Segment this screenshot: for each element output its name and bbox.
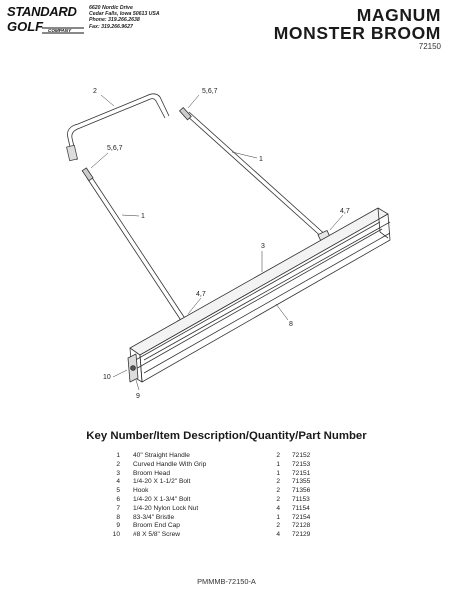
- row-quantity: 1: [276, 469, 280, 477]
- row-description: Curved Handle With Grip: [133, 460, 207, 468]
- parts-table-header: Key Number/Item Description/Quantity/Par…: [86, 430, 367, 442]
- callout-labels: 2 5,6,7 5,6,7 1 1 4,7 3 4,7 8 10 9: [93, 88, 350, 400]
- parts-table: 1 40" Straight Handle 2 72152 2 Curved H…: [0, 452, 453, 540]
- table-row: 8 83-3/4" Bristle 1 72154: [0, 514, 453, 523]
- logo-text-golf: GOLF: [7, 19, 44, 34]
- callout-10: 10: [103, 374, 111, 381]
- fax-number: Fax: 319.266.9627: [89, 23, 133, 30]
- document-code: PMMMB-72150-A: [197, 577, 256, 586]
- table-row: 4 1/4-20 X 1-1/2" Bolt 2 71355: [0, 478, 453, 487]
- product-title-line-2: MONSTER BROOM: [273, 23, 441, 43]
- row-part-number: 71355: [292, 478, 311, 486]
- company-address: 6620 Nordic Drive Cedar Falls, Iowa 5061…: [89, 5, 199, 30]
- callout-8: 8: [289, 321, 293, 328]
- row-key: 5: [116, 487, 120, 495]
- row-part-number: 72151: [292, 469, 311, 477]
- row-part-number: 72128: [292, 522, 311, 530]
- row-description: Broom End Cap: [133, 522, 180, 530]
- row-part-number: 71356: [292, 487, 311, 495]
- phone-number: Phone: 319.266.2638: [89, 17, 140, 24]
- callout-5-6-7-top: 5,6,7: [202, 88, 218, 95]
- company-logo: STANDARD GOLF COMPANY: [6, 4, 86, 38]
- address-line-1: 6620 Nordic Drive: [89, 5, 133, 11]
- end-cap: [127, 353, 139, 383]
- curved-handle: [66, 93, 170, 162]
- product-title-line-1: MAGNUM: [356, 5, 441, 25]
- row-description: 1/4-20 Nylon Lock Nut: [133, 504, 199, 512]
- row-key: 4: [116, 478, 120, 486]
- row-quantity: 4: [276, 504, 280, 512]
- row-key: 9: [116, 522, 120, 530]
- row-description: Hook: [133, 487, 149, 495]
- callout-3: 3: [261, 243, 265, 250]
- row-key: 2: [116, 460, 120, 468]
- row-quantity: 1: [276, 460, 280, 468]
- row-part-number: 72152: [292, 452, 311, 459]
- table-row: 2 Curved Handle With Grip 1 72153: [0, 461, 453, 470]
- row-description: 1/4-20 X 1-1/2" Bolt: [133, 478, 191, 486]
- row-key: 7: [116, 504, 120, 512]
- row-quantity: 2: [276, 452, 280, 459]
- row-quantity: 2: [276, 487, 280, 495]
- row-description: 1/4-20 X 1-3/4" Bolt: [133, 495, 191, 503]
- row-description: Broom Head: [133, 469, 171, 477]
- straight-handle-right: [179, 107, 329, 241]
- callout-2: 2: [93, 88, 97, 95]
- row-part-number: 72154: [292, 513, 311, 521]
- row-key: 1: [116, 452, 120, 459]
- callout-5-6-7-left: 5,6,7: [107, 145, 123, 152]
- table-row: 3 Broom Head 1 72151: [0, 470, 453, 479]
- row-description: #8 X 5/8" Screw: [133, 531, 181, 539]
- table-row: 5 Hook 2 71356: [0, 487, 453, 496]
- straight-handle-left: [81, 167, 189, 326]
- table-row: 10 #8 X 5/8" Screw 4 72129: [0, 531, 453, 540]
- product-part-number: 72150: [418, 42, 441, 51]
- table-row: 6 1/4-20 X 1-3/4" Bolt 2 71153: [0, 496, 453, 505]
- row-part-number: 71154: [292, 504, 310, 512]
- row-part-number: 71153: [292, 495, 310, 503]
- row-quantity: 2: [276, 495, 280, 503]
- table-row: 9 Broom End Cap 2 72128: [0, 522, 453, 531]
- row-key: 6: [116, 495, 120, 503]
- callout-9: 9: [136, 393, 140, 400]
- callout-1-right: 1: [259, 156, 263, 163]
- row-description: 83-3/4" Bristle: [133, 513, 175, 521]
- broom-head: [129, 207, 391, 383]
- row-part-number: 72153: [292, 460, 311, 468]
- row-key: 8: [116, 513, 120, 521]
- row-key: 10: [112, 531, 120, 539]
- row-key: 3: [116, 469, 120, 477]
- product-title-block: MAGNUM MONSTER BROOM 72150: [274, 6, 441, 52]
- row-quantity: 2: [276, 522, 280, 530]
- assembly-diagram: 2 5,6,7 5,6,7 1 1 4,7 3 4,7 8 10 9: [0, 60, 453, 410]
- row-quantity: 1: [276, 513, 280, 521]
- row-part-number: 72129: [292, 531, 311, 539]
- callout-4-7-left: 4,7: [196, 291, 206, 298]
- logo-text-standard: STANDARD: [7, 4, 77, 19]
- row-description: 40" Straight Handle: [133, 452, 190, 459]
- callout-1-left: 1: [141, 213, 145, 220]
- table-row: 1 40" Straight Handle 2 72152: [0, 452, 453, 461]
- address-line-2: Cedar Falls, Iowa 50613 USA: [89, 11, 160, 18]
- leader-lines: [90, 94, 344, 391]
- logo-text-company: COMPANY: [48, 28, 72, 33]
- table-row: 7 1/4-20 Nylon Lock Nut 4 71154: [0, 505, 453, 514]
- callout-4-7-right: 4,7: [340, 208, 350, 215]
- row-quantity: 2: [276, 478, 280, 486]
- row-quantity: 4: [276, 531, 280, 539]
